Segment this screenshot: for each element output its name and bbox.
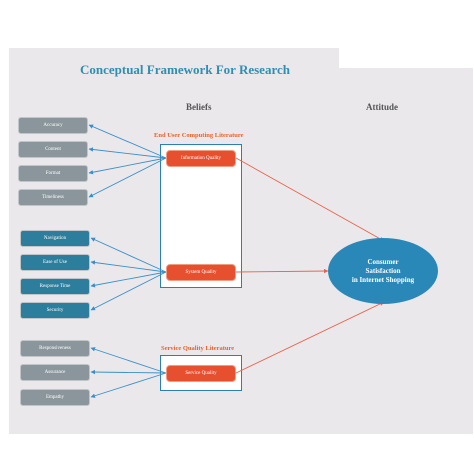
diagram-title: Conceptual Framework For Research <box>79 62 290 77</box>
indicator-format: Format <box>18 165 88 182</box>
arrow-info-indicator-2 <box>88 157 167 175</box>
arrow-service-indicator-1 <box>90 369 167 375</box>
arrow-system-to-outcome <box>235 268 329 274</box>
arrow-system-indicator-3 <box>90 271 167 311</box>
arrow-system-indicator-0 <box>90 237 167 273</box>
construct-system-quality: System Quality <box>166 264 236 281</box>
arrow-system-indicator-1 <box>90 260 167 273</box>
indicator-timeliness: Timeliness <box>18 189 88 206</box>
outcome-line-2: Satisfaction <box>365 266 401 275</box>
indicator-navigation: Navigation <box>20 230 90 247</box>
indicator-responsiveness: Responsiveness <box>20 340 90 357</box>
indicator-accuracy: Accuracy <box>18 117 88 134</box>
beliefs-heading: Beliefs <box>186 102 212 112</box>
indicator-content: Content <box>18 141 88 158</box>
indicator-empathy: Empathy <box>20 389 90 406</box>
indicator-response-time: Response Time <box>20 278 90 295</box>
canvas-corner-cutout <box>339 48 474 68</box>
indicator-assurance: Assurance <box>20 364 90 381</box>
construct-information-quality: Information Quality <box>166 150 236 167</box>
arrow-service-to-outcome <box>235 301 385 374</box>
arrow-info-indicator-1 <box>88 147 167 159</box>
outcome-line-3: in Internet Shopping <box>351 275 415 284</box>
arrow-info-indicator-3 <box>88 157 167 198</box>
arrow-service-indicator-0 <box>90 347 167 374</box>
arrow-system-indicator-2 <box>90 271 167 288</box>
indicator-security: Security <box>20 302 90 319</box>
end-user-literature-label: End User Computing Literature <box>154 132 244 139</box>
construct-service-quality: Service Quality <box>166 365 236 382</box>
arrow-service-indicator-2 <box>90 372 167 398</box>
arrow-information-to-outcome <box>235 157 385 242</box>
attitude-heading: Attitude <box>366 102 398 112</box>
arrow-info-indicator-0 <box>88 124 167 159</box>
indicator-ease-of-use: Ease of Use <box>20 254 90 271</box>
service-literature-label: Service Quality Literature <box>161 345 235 352</box>
outcome-line-1: Consumer <box>367 257 399 266</box>
outcome-consumer-satisfaction: Consumer Satisfaction in Internet Shoppi… <box>328 238 438 304</box>
